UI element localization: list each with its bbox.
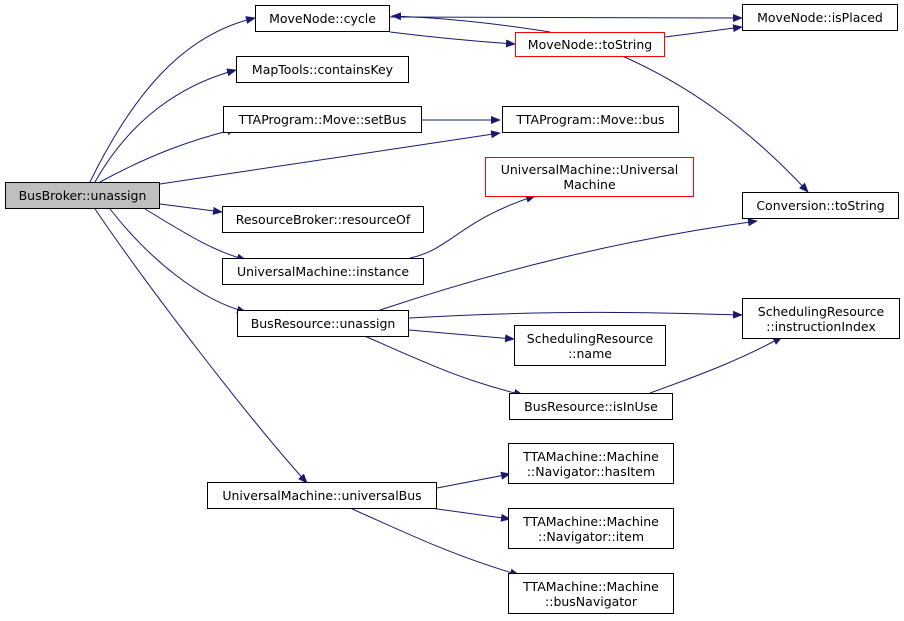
edge-ubus-item xyxy=(429,507,511,522)
node-movenode-isplaced[interactable]: MoveNode::isPlaced xyxy=(742,4,898,31)
edge-unassign-resourceof xyxy=(159,203,223,215)
node-universalmachine-universalbus[interactable]: UniversalMachine::universalBus xyxy=(207,482,437,509)
edge-isinuse-instructionindex xyxy=(649,336,783,394)
node-movenode-tostring[interactable]: MoveNode::toString xyxy=(515,32,665,57)
edge-ubus-hasitem xyxy=(436,471,511,489)
edge-unassign-containskey xyxy=(94,68,237,183)
node-maptools-containskey[interactable]: MapTools::containsKey xyxy=(236,56,409,83)
node-movenode-cycle[interactable]: MoveNode::cycle xyxy=(255,5,390,32)
node-conversion-tostring[interactable]: Conversion::toString xyxy=(742,192,899,219)
node-schedulingresource-instructionindex[interactable]: SchedulingResource::instructionIndex xyxy=(742,298,900,339)
edge-unassign-universalbus xyxy=(94,208,308,484)
edge-instance-universal xyxy=(409,194,536,259)
node-move-bus[interactable]: TTAProgram::Move::bus xyxy=(502,106,679,133)
edge-unassign-setbus xyxy=(99,127,237,183)
edge-tostring-isplaced xyxy=(664,24,743,38)
edge-unassign-instance xyxy=(144,208,247,262)
edge-cycle-isplaced xyxy=(389,13,743,22)
edge-unassign-cycle xyxy=(89,16,256,183)
edge-tostring-cycle xyxy=(391,12,551,33)
edge-tostring-conversion xyxy=(619,54,809,193)
edge-busres-srname xyxy=(408,329,515,343)
node-universalmachine-instance[interactable]: UniversalMachine::instance xyxy=(222,258,424,285)
node-move-setbus[interactable]: TTAProgram::Move::setBus xyxy=(223,106,422,133)
node-busresource-isinuse[interactable]: BusResource::isInUse xyxy=(509,393,673,420)
edge-cycle-tostring xyxy=(389,31,516,48)
edge-unassign-bus xyxy=(159,130,501,185)
node-navigator-hasitem[interactable]: TTAMachine::Machine::Navigator::hasItem xyxy=(508,443,674,484)
node-navigator-item[interactable]: TTAMachine::Machine::Navigator::item xyxy=(508,508,674,549)
edge-busres-instructionindex xyxy=(408,310,743,319)
node-schedulingresource-name[interactable]: SchedulingResource::name xyxy=(514,325,666,366)
edge-ubus-busnavigator xyxy=(349,507,520,577)
edge-busres-isinuse xyxy=(359,333,524,397)
node-resourcebroker-resourceof[interactable]: ResourceBroker::resourceOf xyxy=(222,206,424,233)
node-busbroker-unassign[interactable]: BusBroker::unassign xyxy=(5,182,160,209)
edge-busres-conversion xyxy=(379,218,758,311)
node-machine-busnavigator[interactable]: TTAMachine::Machine::busNavigator xyxy=(508,573,674,614)
edge-unassign-busresunassign xyxy=(109,208,247,314)
node-busresource-unassign[interactable]: BusResource::unassign xyxy=(237,310,409,337)
